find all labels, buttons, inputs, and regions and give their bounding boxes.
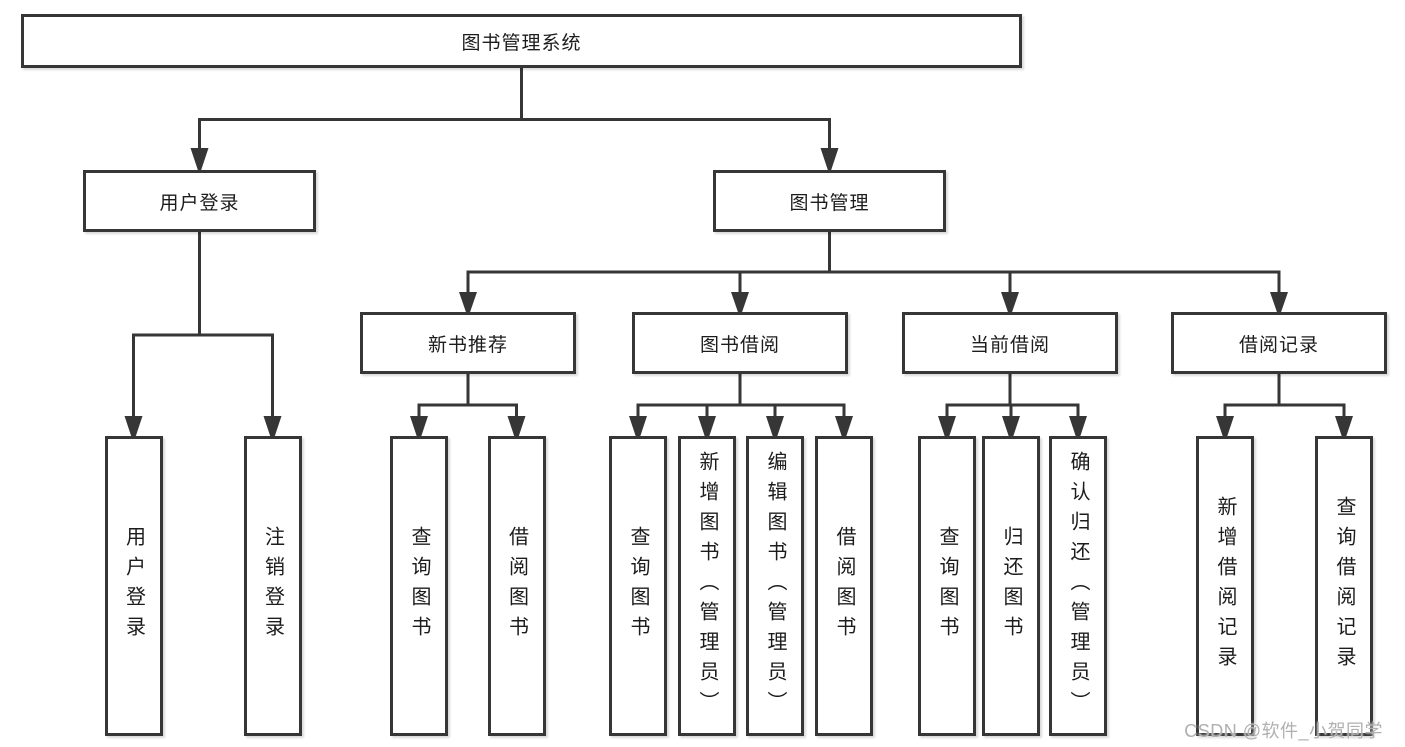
node-label: 查询图书 <box>627 526 649 646</box>
connector-new-book-recommendation-children <box>410 374 526 443</box>
leaf-query-books-2: 查询图书 <box>609 436 667 736</box>
csdn-watermark: CSDN @软件_小贺同学 <box>1184 721 1383 741</box>
leaf-confirm-return-admin: 确认归还（管理员） <box>1049 436 1107 736</box>
node-library-management-system: 图书管理系统 <box>21 14 1022 68</box>
leaf-query-books-3: 查询图书 <box>918 436 976 736</box>
leaf-borrow-books-1: 借阅图书 <box>487 436 546 736</box>
leaf-query-books-1: 查询图书 <box>390 436 448 736</box>
node-label: 图书管理 <box>789 192 870 214</box>
connector-user-login-children <box>124 232 282 443</box>
leaf-borrow-books-2: 借阅图书 <box>815 436 873 736</box>
node-label: 借阅图书 <box>505 526 528 646</box>
node-label: 图书借阅 <box>699 334 780 356</box>
leaf-edit-books-admin: 编辑图书（管理员） <box>746 436 804 736</box>
node-label: 查询借阅记录 <box>1333 496 1355 676</box>
leaf-add-borrow-record: 新增借阅记录 <box>1196 436 1254 736</box>
node-label: 用户登录 <box>122 526 145 646</box>
node-label: 注销登录 <box>261 526 284 646</box>
node-current-borrowing: 当前借阅 <box>902 312 1118 374</box>
node-label: 当前借阅 <box>969 334 1050 356</box>
connector-book-borrowing-children <box>629 374 853 443</box>
node-label: 借阅记录 <box>1238 334 1319 356</box>
node-label: 查询图书 <box>408 526 430 646</box>
node-label: 新增图书（管理员） <box>696 451 718 721</box>
connector-book-management-children <box>459 232 1288 318</box>
node-label: 用户登录 <box>159 192 240 214</box>
connector-borrowing-records-children <box>1216 374 1353 443</box>
connector-current-borrowing-children <box>938 374 1087 443</box>
node-label: 确认归还（管理员） <box>1067 451 1089 721</box>
leaf-return-books: 归还图书 <box>982 436 1040 736</box>
node-label: 借阅图书 <box>833 526 855 646</box>
node-label: 图书管理系统 <box>461 32 582 54</box>
node-book-borrowing: 图书借阅 <box>632 312 848 374</box>
node-label: 归还图书 <box>1000 526 1022 646</box>
node-user-login: 用户登录 <box>83 170 316 232</box>
node-label: 查询图书 <box>936 526 958 646</box>
leaf-add-books-admin: 新增图书（管理员） <box>678 436 736 736</box>
connector-root-to-level2 <box>190 68 839 175</box>
leaf-logout: 注销登录 <box>243 436 302 736</box>
node-borrowing-records: 借阅记录 <box>1171 312 1387 374</box>
node-label: 编辑图书（管理员） <box>764 451 786 721</box>
leaf-query-borrow-record: 查询借阅记录 <box>1315 436 1373 736</box>
node-label: 新增借阅记录 <box>1214 496 1236 676</box>
node-label: 新书推荐 <box>427 334 508 356</box>
node-book-management: 图书管理 <box>713 170 946 232</box>
node-new-book-recommendation: 新书推荐 <box>360 312 576 374</box>
leaf-user-login: 用户登录 <box>104 436 163 736</box>
